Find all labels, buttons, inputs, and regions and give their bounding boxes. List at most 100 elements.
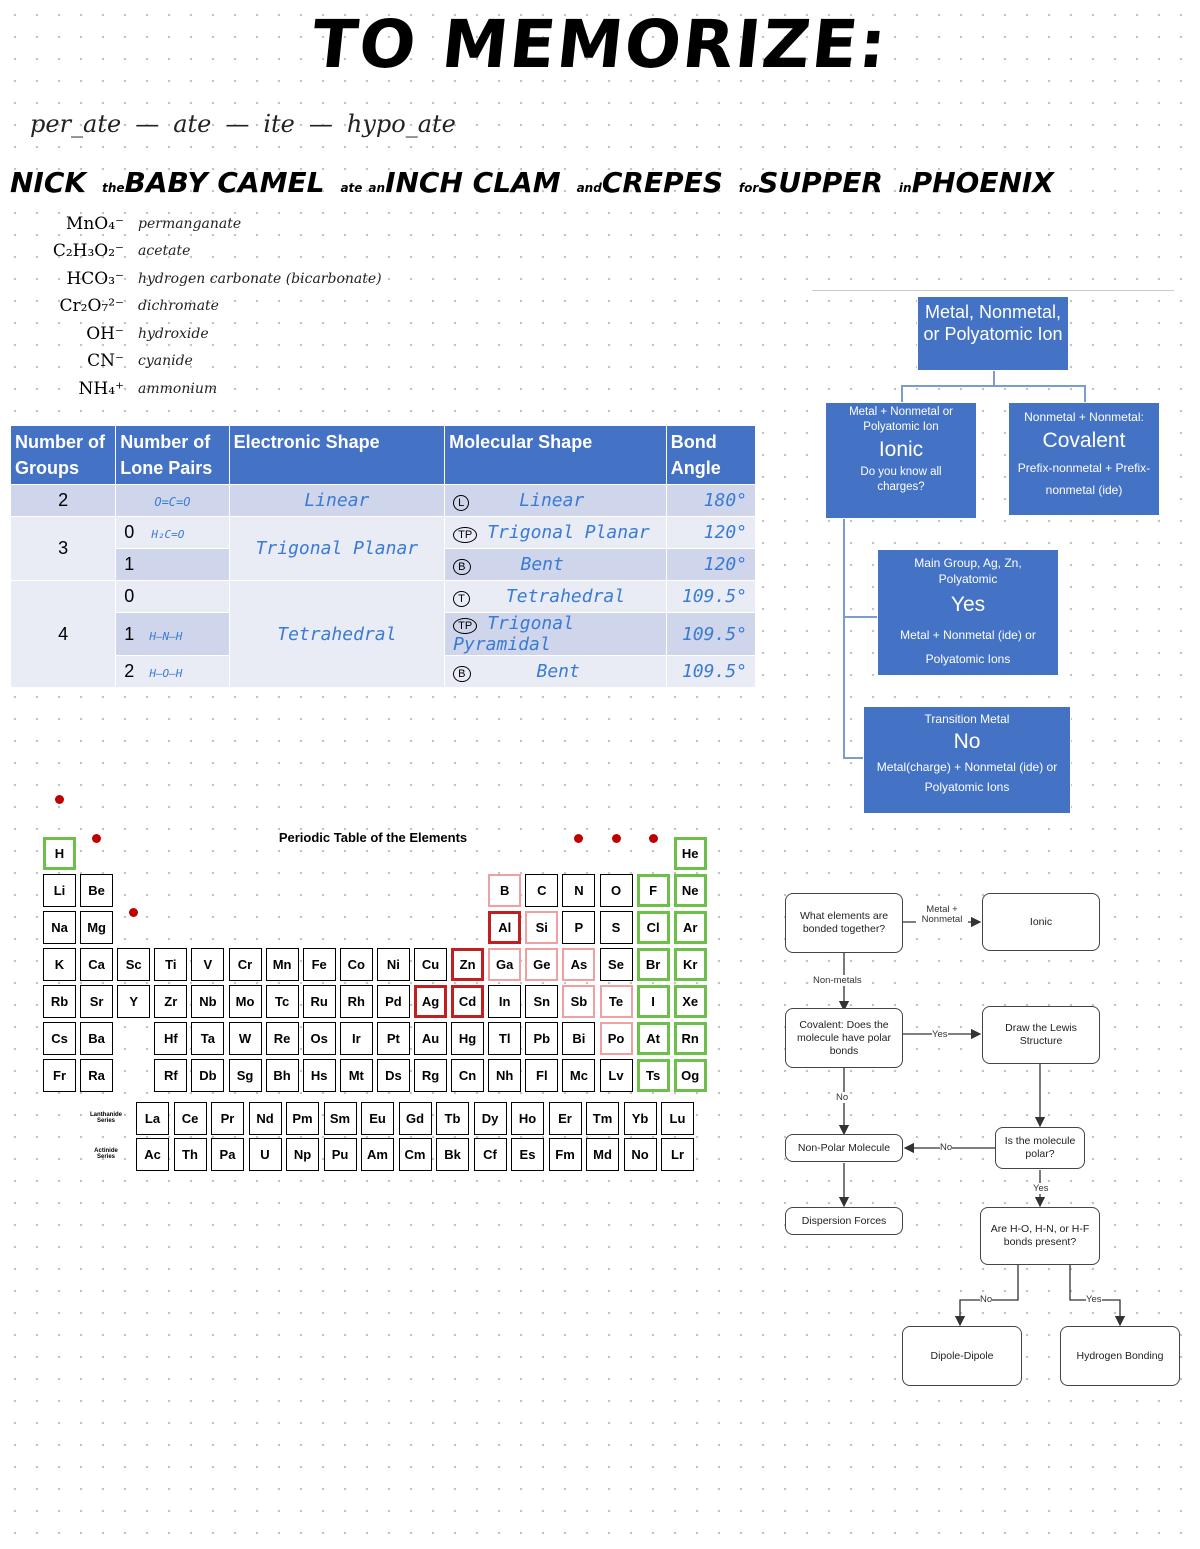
element-er: Er (548, 1102, 582, 1135)
dipole-label: Dipole-Dipole (930, 1349, 994, 1362)
element-ge: Ge (525, 948, 559, 981)
mnemonic-small-word: for (738, 181, 759, 195)
ion-formula: C₂H₃O₂⁻ (52, 241, 124, 262)
ion-row: MnO₄⁻permanganate (36, 210, 382, 238)
ionic-label: Ionic (1029, 915, 1053, 928)
hbonding-box: Hydrogen Bonding (1060, 1326, 1180, 1386)
flow-covalent-box: Nonmetal + Nonmetal: Covalent Prefix-non… (1008, 402, 1160, 516)
shape-code: TP (453, 527, 478, 543)
element-cd: Cd (451, 985, 485, 1018)
element-be: Be (80, 874, 114, 907)
connector (843, 616, 879, 618)
col-header-lone-pairs: Number of Lone Pairs (115, 425, 230, 485)
element-dy: Dy (473, 1102, 507, 1135)
element-ag: Ag (414, 985, 447, 1018)
mnemonic-small-word: in (898, 181, 912, 195)
element-s: S (599, 911, 633, 944)
element-tc: Tc (265, 985, 299, 1018)
flow-yes-head: Main Group, Ag, Zn, Polyatomic (914, 556, 1022, 586)
charge-marker-dot (648, 834, 658, 843)
element-tm: Tm (586, 1102, 619, 1135)
hbonding-label: Hydrogen Bonding (1076, 1349, 1164, 1362)
flow-no-main: No (953, 730, 981, 753)
flow-root-label: Metal, Nonmetal, or Polyatomic Ion (923, 302, 1063, 344)
bond-angle: 109.5° (681, 623, 747, 645)
element-pd: Pd (376, 985, 410, 1018)
actinide-label: Actinide Series (94, 1148, 118, 1160)
element-gd: Gd (398, 1102, 432, 1135)
element-sc: Sc (117, 948, 151, 981)
shape-code: TP (453, 618, 478, 634)
molecular-shape: Linear (519, 490, 585, 511)
polar-question-box: Is the molecule polar? (995, 1127, 1085, 1169)
edge-label: Metal + Nonmetal (916, 905, 968, 925)
connector (843, 757, 865, 759)
molecular-shape: Bent (520, 554, 564, 575)
flow-no-sub: Metal(charge) + Nonmetal (ide) or Polyat… (876, 760, 1058, 794)
element-og: Og (673, 1059, 707, 1092)
element-se: Se (599, 948, 633, 981)
lone-pairs: 1 (124, 623, 135, 644)
molecular-shape: Bent (536, 661, 580, 682)
ion-row: C₂H₃O₂⁻acetate (36, 238, 382, 266)
element-mn: Mn (265, 948, 299, 981)
element-nb: Nb (191, 985, 225, 1018)
element-ts: Ts (636, 1059, 670, 1092)
ion-name: dichromate (138, 298, 219, 315)
element-rf: Rf (154, 1059, 188, 1092)
element-zr: Zr (154, 985, 188, 1018)
element-zn: Zn (451, 948, 485, 981)
element-al: Al (488, 911, 522, 944)
element-na: Na (43, 911, 76, 944)
element-v: V (191, 948, 225, 981)
shape-code: T (453, 591, 470, 607)
element-te: Te (599, 985, 633, 1018)
lone-pairs: 0 (124, 522, 135, 542)
flow-yes-box: Main Group, Ag, Zn, Polyatomic Yes Metal… (877, 549, 1059, 676)
element-ru: Ru (302, 985, 336, 1018)
ion-formula: HCO₃⁻ (66, 268, 124, 289)
flow-ionic-head: Metal + Nonmetal or Polyatomic Ion (849, 406, 953, 433)
element-eu: Eu (361, 1102, 394, 1135)
molecular-shape: Tetrahedral (505, 586, 626, 607)
element-md: Md (586, 1138, 619, 1171)
element-pr: Pr (211, 1102, 244, 1135)
element-kr: Kr (673, 948, 707, 981)
element-cu: Cu (414, 948, 447, 981)
element-sn: Sn (525, 985, 559, 1018)
element-cr: Cr (228, 948, 262, 981)
ion-name: permanganate (138, 215, 242, 232)
flow-ionic-main: Ionic (878, 438, 924, 461)
element-cs: Cs (43, 1022, 76, 1055)
charge-marker-dot (129, 908, 139, 917)
element-hs: Hs (302, 1059, 336, 1092)
element-cn: Cn (451, 1059, 485, 1092)
element-mt: Mt (339, 1059, 373, 1092)
element-fm: Fm (548, 1138, 582, 1171)
element-h: H (43, 837, 76, 870)
shape-code: B (453, 559, 471, 575)
col-header-bond-angle: Bond Angle (665, 425, 757, 485)
element-bi: Bi (562, 1022, 596, 1055)
suffix-item: — (135, 110, 160, 138)
edge-label: Non-metals (813, 975, 862, 986)
element-mg: Mg (80, 911, 114, 944)
ion-formula: NH₄⁺ (78, 378, 125, 399)
shape-code: L (453, 495, 470, 511)
element-rn: Rn (673, 1022, 707, 1055)
element-la: La (136, 1102, 169, 1135)
covalent-label: Covalent: Does the molecule have polar b… (797, 1018, 891, 1057)
dispersion-box: Dispersion Forces (785, 1207, 903, 1235)
shape-code: B (453, 666, 471, 682)
flow-yes-sub: Metal + Nonmetal (ide) or Polyatomic Ion… (900, 628, 1036, 666)
ion-name: hydrogen carbonate (bicarbonate) (138, 270, 382, 287)
bond-angle: 109.5° (681, 586, 747, 607)
element-sb: Sb (562, 985, 596, 1018)
flow-root-box: Metal, Nonmetal, or Polyatomic Ion (917, 296, 1069, 371)
flow-covalent-main: Covalent (1042, 429, 1126, 452)
element-np: Np (286, 1138, 319, 1171)
electronic-shape: Linear (304, 490, 370, 511)
imf-question: What elements are bonded together? (799, 910, 889, 935)
ion-row: OH⁻hydroxide (36, 320, 382, 348)
